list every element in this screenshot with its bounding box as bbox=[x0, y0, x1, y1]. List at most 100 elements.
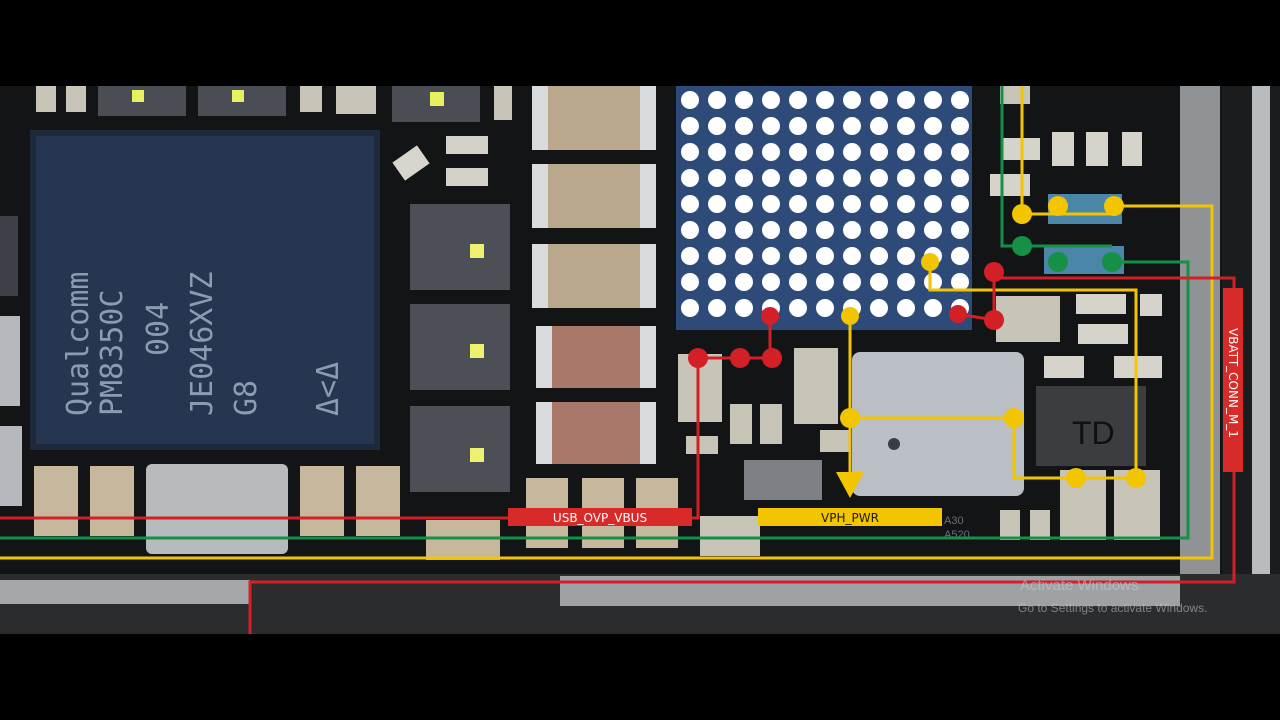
shield-edge bbox=[1180, 86, 1220, 634]
bga-pad bbox=[843, 221, 861, 239]
bga-pad bbox=[681, 169, 699, 187]
bga-pad bbox=[843, 117, 861, 135]
bga-pad bbox=[816, 169, 834, 187]
bga-pad bbox=[924, 221, 942, 239]
pcb-board: Qualcomm PM8350C 004 JE046XVZ G8 Δ<Δ bbox=[0, 86, 1280, 634]
bga-pad bbox=[924, 143, 942, 161]
capacitor-column bbox=[532, 86, 656, 464]
bga-pad bbox=[735, 221, 753, 239]
usb-ovp-vbus-label: USB_OVP_VBUS bbox=[553, 511, 647, 525]
bga-pad bbox=[816, 221, 834, 239]
bga-pad bbox=[681, 91, 699, 109]
bga-pad bbox=[816, 299, 834, 317]
bga-pad bbox=[708, 273, 726, 291]
shield-can bbox=[852, 352, 1024, 496]
bga-pad bbox=[735, 143, 753, 161]
bga-pad bbox=[681, 143, 699, 161]
bga-pad bbox=[951, 195, 969, 213]
bga-pad bbox=[843, 143, 861, 161]
bga-pad bbox=[951, 91, 969, 109]
video-frame: Qualcomm PM8350C 004 JE046XVZ G8 Δ<Δ bbox=[0, 86, 1280, 634]
yellow-net-trace bbox=[0, 204, 1214, 560]
bga-pad bbox=[735, 273, 753, 291]
bga-pad bbox=[735, 299, 753, 317]
bga-pad bbox=[816, 273, 834, 291]
bga-pad bbox=[897, 169, 915, 187]
bga-pad bbox=[843, 273, 861, 291]
bga-pad bbox=[735, 91, 753, 109]
bga-pad bbox=[951, 143, 969, 161]
bga-pad bbox=[762, 117, 780, 135]
bga-pad bbox=[708, 247, 726, 265]
bga-pad bbox=[870, 299, 888, 317]
bga-pad bbox=[951, 169, 969, 187]
bga-pad bbox=[816, 195, 834, 213]
bga-pad bbox=[789, 117, 807, 135]
bga-pad bbox=[843, 247, 861, 265]
bga-pad bbox=[870, 247, 888, 265]
bga-pad bbox=[897, 221, 915, 239]
bga-pad bbox=[762, 273, 780, 291]
bga-pad bbox=[789, 195, 807, 213]
pmic-chip: Qualcomm PM8350C 004 JE046XVZ G8 Δ<Δ bbox=[30, 130, 380, 450]
bga-pad bbox=[789, 221, 807, 239]
bga-pad bbox=[870, 221, 888, 239]
bga-pad bbox=[816, 91, 834, 109]
bga-pad bbox=[870, 273, 888, 291]
right-components: TD bbox=[990, 86, 1162, 540]
bga-pad bbox=[897, 247, 915, 265]
bga-pad bbox=[924, 169, 942, 187]
probe-points bbox=[688, 196, 1146, 488]
bga-pad bbox=[789, 143, 807, 161]
watermark-subtitle: Go to Settings to activate Windows. bbox=[1018, 601, 1207, 615]
bga-pad bbox=[897, 299, 915, 317]
bga-pad bbox=[735, 117, 753, 135]
bga-pad bbox=[843, 195, 861, 213]
bga-pad bbox=[951, 221, 969, 239]
bga-pad bbox=[870, 143, 888, 161]
chip-line-2: PM8350C bbox=[95, 290, 130, 416]
bga-pad bbox=[951, 247, 969, 265]
chip-line-3: 004 bbox=[141, 302, 176, 356]
chip-line-1: Qualcomm bbox=[61, 272, 96, 417]
bga-pad bbox=[924, 273, 942, 291]
bga-pad bbox=[843, 169, 861, 187]
top-components bbox=[36, 86, 512, 122]
bga-pad bbox=[681, 221, 699, 239]
bga-pad bbox=[870, 195, 888, 213]
bga-pad bbox=[924, 299, 942, 317]
bga-pad bbox=[924, 117, 942, 135]
bga-pad bbox=[897, 195, 915, 213]
bga-pad bbox=[681, 117, 699, 135]
bga-pad bbox=[735, 195, 753, 213]
bga-pad bbox=[708, 195, 726, 213]
chip-line-4: JE046XVZ bbox=[185, 272, 220, 417]
bga-pad bbox=[816, 143, 834, 161]
bga-pad bbox=[735, 247, 753, 265]
usb-ovp-vbus-label-bg bbox=[508, 508, 692, 526]
bga-pad bbox=[897, 273, 915, 291]
vbatt-conn-label-bg bbox=[1223, 288, 1243, 472]
bga-pad bbox=[708, 299, 726, 317]
bga-pad bbox=[816, 117, 834, 135]
inductors bbox=[410, 204, 510, 492]
bga-pad bbox=[708, 143, 726, 161]
bga-pad bbox=[762, 195, 780, 213]
bga-pad bbox=[735, 169, 753, 187]
bga-pad bbox=[897, 143, 915, 161]
bga-pad bbox=[789, 299, 807, 317]
bga-pad bbox=[789, 273, 807, 291]
bga-pad bbox=[789, 91, 807, 109]
bga-pad-grid bbox=[676, 86, 972, 330]
vbatt-conn-label: VBATT_CONN_M_1 bbox=[1226, 328, 1240, 438]
bga-pad bbox=[708, 117, 726, 135]
bga-pad bbox=[762, 247, 780, 265]
bga-pad bbox=[870, 169, 888, 187]
bga-pad bbox=[708, 169, 726, 187]
vph-pwr-label-bg bbox=[758, 508, 942, 526]
bga-pad bbox=[816, 247, 834, 265]
silkscreen-a30: A30 bbox=[944, 515, 964, 527]
bga-pad bbox=[681, 273, 699, 291]
chip-line-5: G8 bbox=[229, 380, 264, 416]
bga-pad bbox=[789, 169, 807, 187]
